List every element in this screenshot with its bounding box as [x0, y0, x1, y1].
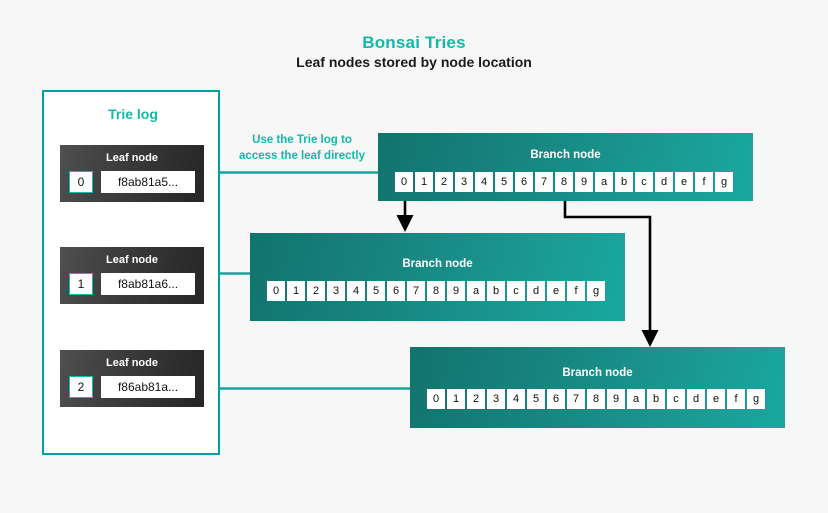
branch-node-2-cell-c[interactable]: c — [507, 281, 525, 301]
branch-node-3-cell-g[interactable]: g — [747, 389, 765, 409]
branch-node-1-cell-5[interactable]: 5 — [495, 172, 513, 192]
branch-node-2-cell-8[interactable]: 8 — [427, 281, 445, 301]
branch-node-3-cell-4[interactable]: 4 — [507, 389, 525, 409]
branch-node-2-cell-1[interactable]: 1 — [287, 281, 305, 301]
branch-node-1-cell-2[interactable]: 2 — [435, 172, 453, 192]
leaf-node-2-row: 2 f86ab81a... — [69, 376, 195, 398]
branch-node-1-cell-g[interactable]: g — [715, 172, 733, 192]
branch-node-2-title: Branch node — [402, 258, 473, 270]
branch-node-2-cell-9[interactable]: 9 — [447, 281, 465, 301]
branch-node-1-cell-b[interactable]: b — [615, 172, 633, 192]
branch-node-1-cell-9[interactable]: 9 — [575, 172, 593, 192]
leaf-node-1[interactable]: Leaf node 1 f8ab81a6... — [60, 247, 204, 304]
branch-node-2-cell-a[interactable]: a — [467, 281, 485, 301]
leaf-node-1-hash: f8ab81a6... — [101, 273, 195, 295]
branch-node-2-cell-e[interactable]: e — [547, 281, 565, 301]
leaf-node-1-row: 1 f8ab81a6... — [69, 273, 195, 295]
branch-node-2-cell-7[interactable]: 7 — [407, 281, 425, 301]
branch-node-1-cell-8[interactable]: 8 — [555, 172, 573, 192]
leaf-node-0-row: 0 f8ab81a5... — [69, 171, 195, 193]
branch-node-3-cell-f[interactable]: f — [727, 389, 745, 409]
branch-node-3-cell-8[interactable]: 8 — [587, 389, 605, 409]
branch-node-1-title: Branch node — [530, 149, 601, 161]
branch-node-3-cell-e[interactable]: e — [707, 389, 725, 409]
leaf-node-2-title: Leaf node — [106, 357, 158, 369]
branch-node-3-cell-a[interactable]: a — [627, 389, 645, 409]
branch-node-2-cell-d[interactable]: d — [527, 281, 545, 301]
leaf-node-0-title: Leaf node — [106, 152, 158, 164]
branch-node-2-cell-f[interactable]: f — [567, 281, 585, 301]
branch-node-3-cell-b[interactable]: b — [647, 389, 665, 409]
annotation-trie-log-access: Use the Trie log to access the leaf dire… — [222, 133, 382, 164]
branch-node-3-cell-7[interactable]: 7 — [567, 389, 585, 409]
branch-node-3-cell-1[interactable]: 1 — [447, 389, 465, 409]
branch-node-1-cell-a[interactable]: a — [595, 172, 613, 192]
branch-node-1-cell-4[interactable]: 4 — [475, 172, 493, 192]
branch-node-3-cell-2[interactable]: 2 — [467, 389, 485, 409]
branch-node-1-cell-7[interactable]: 7 — [535, 172, 553, 192]
branch-node-1-cell-c[interactable]: c — [635, 172, 653, 192]
leaf-node-1-index: 1 — [69, 273, 93, 295]
leaf-node-0[interactable]: Leaf node 0 f8ab81a5... — [60, 145, 204, 202]
leaf-node-0-hash: f8ab81a5... — [101, 171, 195, 193]
branch-node-2-cell-g[interactable]: g — [587, 281, 605, 301]
branch-node-2-cell-5[interactable]: 5 — [367, 281, 385, 301]
connector-branch3-to-leaf2 — [205, 381, 410, 396]
branch-node-3-cell-9[interactable]: 9 — [607, 389, 625, 409]
leaf-node-2-index: 2 — [69, 376, 93, 398]
branch-node-2-cell-3[interactable]: 3 — [327, 281, 345, 301]
annotation-line-2: access the leaf directly — [239, 149, 365, 162]
page-title: Bonsai Tries — [362, 33, 466, 52]
leaf-node-0-index: 0 — [69, 171, 93, 193]
branch-node-3-cell-3[interactable]: 3 — [487, 389, 505, 409]
branch-node-1-cell-e[interactable]: e — [675, 172, 693, 192]
branch-node-2-cell-0[interactable]: 0 — [267, 281, 285, 301]
branch-node-3-cell-6[interactable]: 6 — [547, 389, 565, 409]
trie-log-title: Trie log — [108, 106, 158, 122]
branch-node-2-cell-6[interactable]: 6 — [387, 281, 405, 301]
branch-node-2-cell-b[interactable]: b — [487, 281, 505, 301]
branch-node-1-cell-f[interactable]: f — [695, 172, 713, 192]
branch-node-1-cell-1[interactable]: 1 — [415, 172, 433, 192]
branch-node-1-cell-d[interactable]: d — [655, 172, 673, 192]
leaf-node-1-title: Leaf node — [106, 254, 158, 266]
branch-node-1-cell-3[interactable]: 3 — [455, 172, 473, 192]
branch-node-3-cell-0[interactable]: 0 — [427, 389, 445, 409]
branch-node-1-cell-6[interactable]: 6 — [515, 172, 533, 192]
connector-branch1-to-leaf0 — [205, 165, 378, 180]
leaf-node-2-hash: f86ab81a... — [101, 376, 195, 398]
page-subtitle: Leaf nodes stored by node location — [296, 54, 532, 70]
branch-node-2-cell-4[interactable]: 4 — [347, 281, 365, 301]
branch-node-3-cell-5[interactable]: 5 — [527, 389, 545, 409]
branch-node-2-cell-2[interactable]: 2 — [307, 281, 325, 301]
connector-branch1-cell8-to-branch3 — [563, 190, 659, 347]
branch-node-3-cell-c[interactable]: c — [667, 389, 685, 409]
leaf-node-2[interactable]: Leaf node 2 f86ab81a... — [60, 350, 204, 407]
annotation-line-1: Use the Trie log to — [252, 134, 352, 146]
branch-node-3-title: Branch node — [562, 367, 633, 379]
branch-node-3-cell-d[interactable]: d — [687, 389, 705, 409]
branch-node-1-cell-0[interactable]: 0 — [395, 172, 413, 192]
